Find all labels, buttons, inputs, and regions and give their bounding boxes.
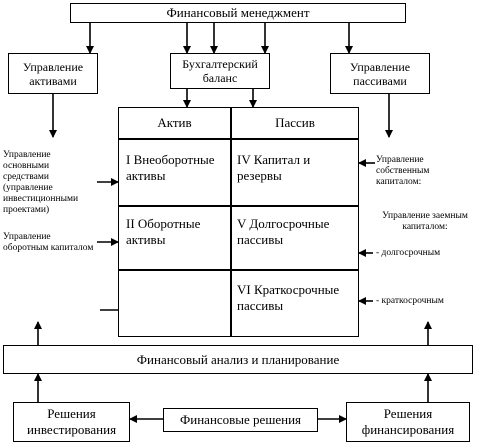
long-term-note: - долгосрочным: [376, 248, 441, 258]
assets-management-line1: Управление: [22, 59, 84, 74]
asset-noncurrent: I Внеоборотные активы: [126, 152, 215, 183]
assets-management-line2: активами: [29, 73, 77, 88]
investment-decisions-box: Решения инвестирования: [13, 402, 130, 442]
short-term-note: - краткосрочным: [376, 296, 444, 306]
accounting-balance-line2: баланс: [202, 71, 238, 85]
liability-equity: IV Капитал и резервы: [237, 152, 311, 183]
investment-decisions-line1: Решения: [47, 406, 96, 421]
financing-decisions-line2: финансирования: [361, 422, 455, 437]
liabilities-management-line2: пассивами: [353, 73, 407, 88]
liability-header: Пассив: [275, 115, 315, 130]
analysis-planning-box: Финансовый анализ и планирование: [3, 345, 473, 374]
investment-decisions-line2: инвестирования: [26, 422, 117, 437]
debt-note: Управление заемным капиталом:: [382, 211, 468, 232]
liability-longterm: V Долгосрочные пассивы: [237, 216, 330, 247]
equity-note: Управление собственным капиталом:: [376, 155, 430, 187]
liabilities-management-line1: Управление: [349, 59, 411, 74]
accounting-balance-line1: Бухгалтерский: [182, 57, 258, 71]
balance-row2-divider: [119, 269, 358, 271]
balance-row1-divider: [119, 205, 358, 207]
financial-management-label: Финансовый менеджмент: [166, 5, 310, 20]
assets-management-box: Управление активами: [8, 53, 98, 94]
balance-table: Актив Пассив I Внеоборотные активы IV Ка…: [118, 107, 359, 337]
financing-decisions-line1: Решения: [383, 406, 433, 421]
balance-vertical-divider: [230, 108, 232, 336]
financial-decisions-label: Финансовые решения: [179, 412, 302, 427]
working-capital-note: Управление оборотным капиталом: [3, 232, 94, 253]
analysis-planning-label: Финансовый анализ и планирование: [136, 351, 340, 367]
liability-shortterm: VI Краткосрочные пассивы: [237, 282, 340, 313]
fixed-assets-note: Управление основными средствами (управле…: [3, 150, 79, 215]
financial-decisions-box: Финансовые решения: [163, 408, 318, 432]
liabilities-management-box: Управление пассивами: [330, 53, 430, 94]
accounting-balance-box: Бухгалтерский баланс: [170, 53, 270, 89]
asset-header: Актив: [157, 115, 192, 130]
financial-management-box: Финансовый менеджмент: [70, 3, 406, 23]
financing-decisions-box: Решения финансирования: [346, 402, 470, 442]
asset-current: II Оборотные активы: [126, 216, 201, 247]
balance-header-divider: [119, 138, 358, 140]
